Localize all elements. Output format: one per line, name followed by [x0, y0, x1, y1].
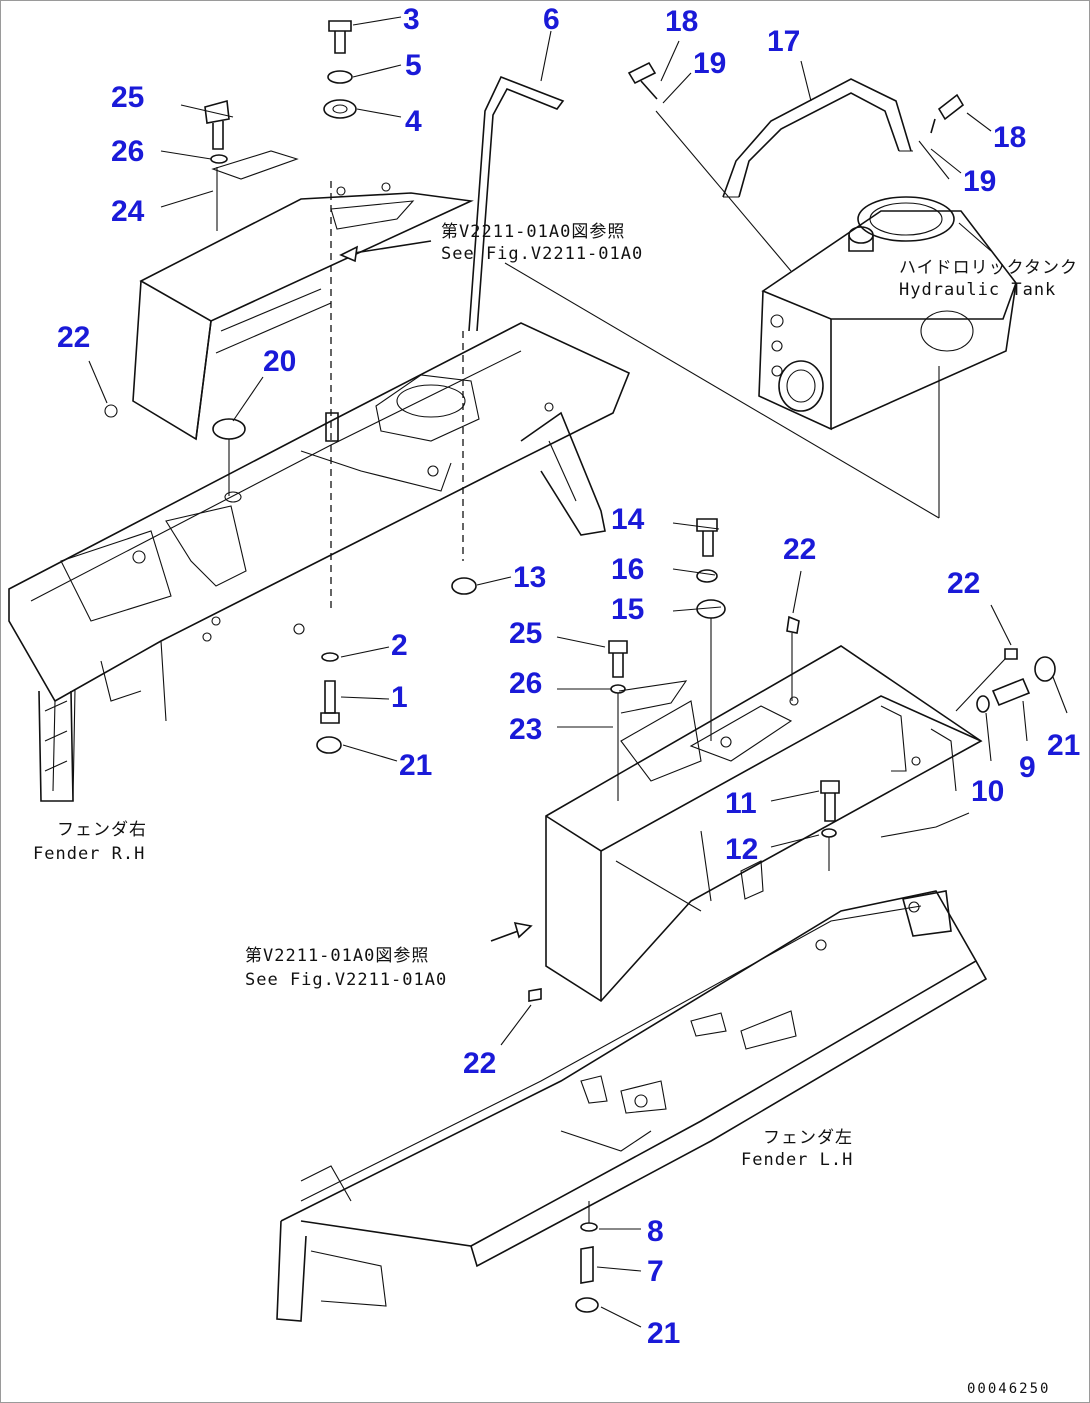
part-number-25: 25: [111, 81, 144, 114]
part-number-21: 21: [647, 1317, 680, 1350]
hydraulic-tank-label-en: Hydraulic Tank: [899, 280, 1056, 300]
see-fig-note-bottom-en: See Fig.V2211-01A0: [245, 970, 447, 990]
part-number-2: 2: [391, 629, 408, 662]
fender-lh-drawing: [276, 890, 988, 1322]
part-number-4: 4: [405, 105, 422, 138]
part-number-26: 26: [509, 667, 542, 700]
part-number-26: 26: [111, 135, 144, 168]
fasteners: [204, 20, 1056, 1313]
part-number-14: 14: [611, 503, 645, 536]
hydraulic-tank-label-jp: ハイドロリックタンク: [899, 258, 1078, 278]
part-number-23: 23: [509, 713, 542, 746]
part-number-21: 21: [1047, 729, 1080, 762]
part-number-3: 3: [403, 3, 420, 36]
part-number-labels: 3 5 4 6 18 19 17 18 19 25 26 24 22 20 13…: [57, 3, 1080, 1350]
annotation-notes: 第V2211-01A0図参照 See Fig.V2211-01A0 ハイドロリッ…: [33, 222, 1078, 1397]
part-number-8: 8: [647, 1215, 664, 1248]
part-number-22: 22: [947, 567, 980, 600]
part-number-13: 13: [513, 561, 546, 594]
part-number-6: 6: [543, 3, 560, 36]
drawing-code: 00046250: [967, 1381, 1050, 1397]
part-number-9: 9: [1019, 751, 1036, 784]
part-number-12: 12: [725, 833, 758, 866]
see-fig-note-top-en: See Fig.V2211-01A0: [441, 244, 643, 264]
hydraulic-tank-drawing: [504, 61, 1017, 519]
part-number-21: 21: [399, 749, 432, 782]
part-number-11: 11: [725, 787, 757, 820]
rh-cover-drawing: [104, 150, 474, 441]
fender-rh-label-jp: フェンダ右: [57, 820, 147, 840]
see-fig-note-top-jp: 第V2211-01A0図参照: [441, 222, 625, 242]
see-fig-note-bottom-jp: 第V2211-01A0図参照: [245, 946, 429, 966]
part-number-15: 15: [611, 593, 644, 626]
part-number-5: 5: [405, 49, 422, 82]
fender-lh-label-en: Fender L.H: [741, 1150, 853, 1170]
part-number-7: 7: [647, 1255, 664, 1288]
part-number-22: 22: [783, 533, 816, 566]
lh-cover-drawing: [545, 645, 983, 1003]
part-number-25: 25: [509, 617, 542, 650]
part-number-24: 24: [111, 195, 145, 228]
fender-rh-label-en: Fender R.H: [33, 844, 145, 864]
part-number-19: 19: [963, 165, 996, 198]
part-number-18: 18: [993, 121, 1026, 154]
part-number-22: 22: [463, 1047, 496, 1080]
fender-lh-label-jp: フェンダ左: [763, 1128, 853, 1148]
part-number-22: 22: [57, 321, 90, 354]
part-number-16: 16: [611, 553, 644, 586]
leader-lines: [88, 16, 1068, 1328]
part-number-19: 19: [693, 47, 726, 80]
part-number-10: 10: [971, 775, 1004, 808]
part-number-20: 20: [263, 345, 296, 378]
part-number-1: 1: [391, 681, 408, 714]
part-number-17: 17: [767, 25, 800, 58]
part-number-18: 18: [665, 5, 698, 38]
